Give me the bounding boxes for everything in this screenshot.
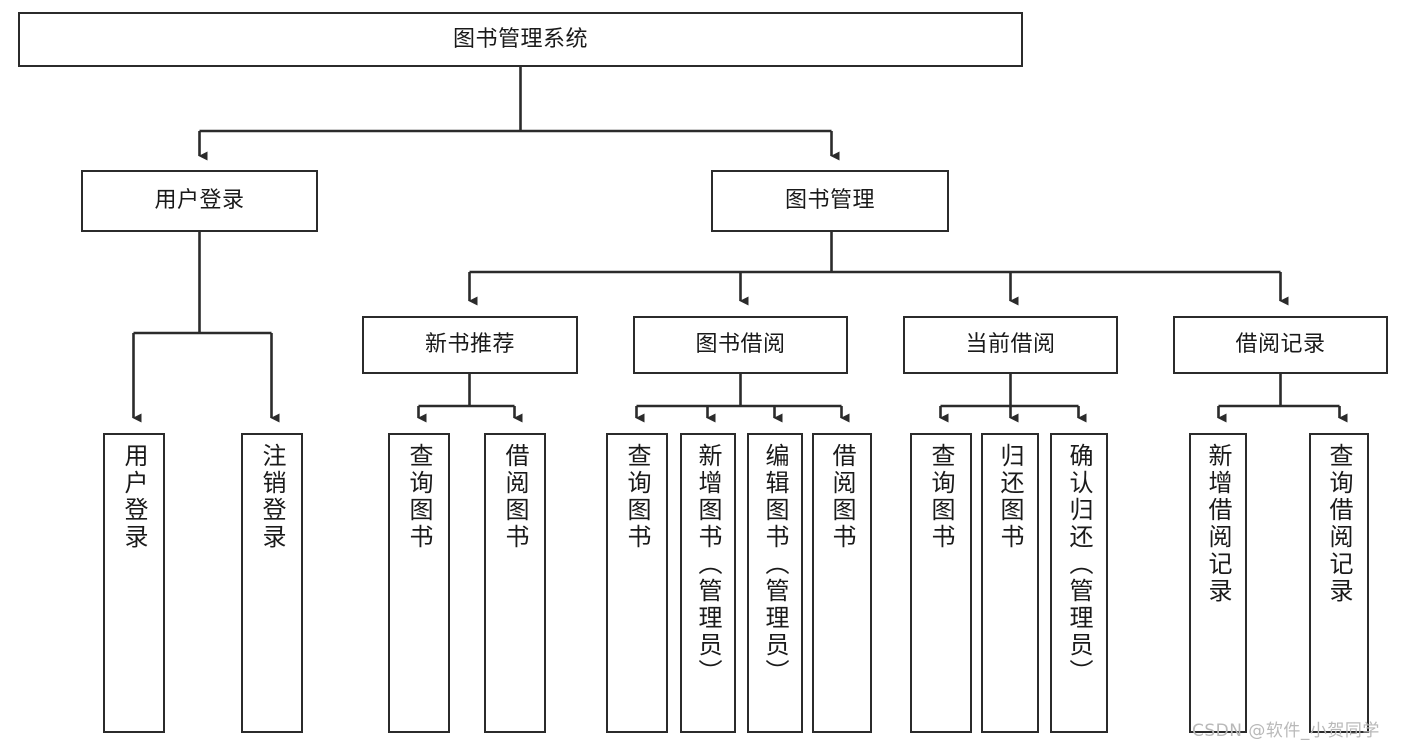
node-book-borrow[interactable]: 图书借阅: [633, 316, 848, 374]
leaf-borrow-book-2[interactable]: 借阅图书: [812, 433, 872, 733]
leaf-edit-book-label: 编辑图书（管理员）: [761, 443, 789, 686]
leaf-edit-book[interactable]: 编辑图书（管理员）: [747, 433, 803, 733]
node-root[interactable]: 图书管理系统: [18, 12, 1023, 67]
csdn-watermark: CSDN @软件_小贺同学: [1192, 721, 1380, 741]
leaf-user-logout[interactable]: 注销登录: [241, 433, 303, 733]
leaf-query-book-3-label: 查询图书: [927, 443, 955, 551]
leaf-confirm-return-label: 确认归还（管理员）: [1065, 443, 1093, 686]
leaf-query-record-label: 查询借阅记录: [1325, 443, 1353, 605]
node-borrow-record-label: 借阅记录: [1235, 332, 1326, 358]
leaf-borrow-book-1[interactable]: 借阅图书: [484, 433, 546, 733]
node-current-borrow-label: 当前借阅: [965, 332, 1056, 358]
node-book-borrow-label: 图书借阅: [695, 332, 786, 358]
leaf-query-book-3[interactable]: 查询图书: [910, 433, 972, 733]
leaf-add-record-label: 新增借阅记录: [1204, 443, 1232, 605]
leaf-user-login[interactable]: 用户登录: [103, 433, 165, 733]
node-book-manage[interactable]: 图书管理: [711, 170, 949, 232]
leaf-query-book-1-label: 查询图书: [405, 443, 433, 551]
leaf-add-book[interactable]: 新增图书（管理员）: [680, 433, 736, 733]
leaf-query-book-2[interactable]: 查询图书: [606, 433, 668, 733]
leaf-query-book-1[interactable]: 查询图书: [388, 433, 450, 733]
leaf-return-book[interactable]: 归还图书: [981, 433, 1039, 733]
node-user-login[interactable]: 用户登录: [81, 170, 318, 232]
node-new-book-rec-label: 新书推荐: [424, 332, 515, 358]
leaf-return-book-label: 归还图书: [996, 443, 1024, 551]
leaf-query-book-2-label: 查询图书: [623, 443, 651, 551]
leaf-query-record[interactable]: 查询借阅记录: [1309, 433, 1369, 733]
node-borrow-record[interactable]: 借阅记录: [1173, 316, 1388, 374]
node-root-label: 图书管理系统: [452, 26, 588, 52]
node-new-book-rec[interactable]: 新书推荐: [362, 316, 578, 374]
node-user-login-label: 用户登录: [154, 188, 245, 214]
leaf-confirm-return[interactable]: 确认归还（管理员）: [1050, 433, 1108, 733]
leaf-borrow-book-2-label: 借阅图书: [828, 443, 856, 551]
node-book-manage-label: 图书管理: [784, 188, 875, 214]
node-current-borrow[interactable]: 当前借阅: [903, 316, 1118, 374]
leaf-add-record[interactable]: 新增借阅记录: [1189, 433, 1247, 733]
leaf-user-login-label: 用户登录: [120, 443, 148, 551]
leaf-add-book-label: 新增图书（管理员）: [694, 443, 722, 686]
leaf-user-logout-label: 注销登录: [258, 443, 286, 551]
leaf-borrow-book-1-label: 借阅图书: [501, 443, 529, 551]
